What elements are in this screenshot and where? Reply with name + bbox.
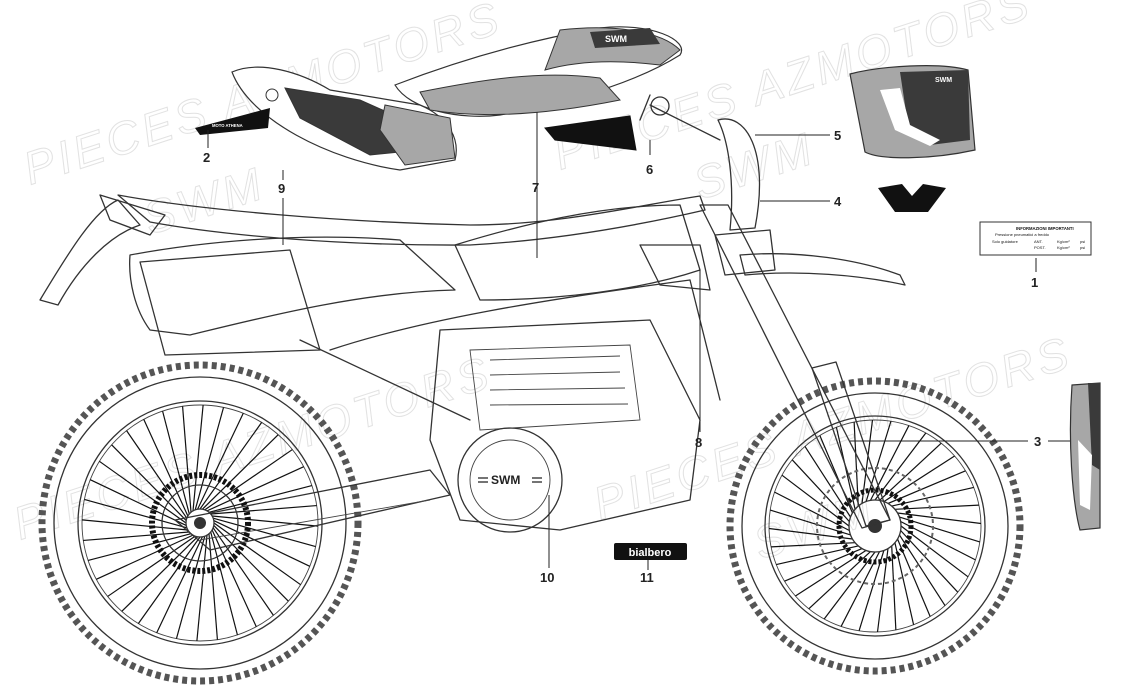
callout-4: 4: [834, 194, 842, 209]
callout-8: 8: [695, 435, 702, 450]
spoke: [175, 535, 206, 639]
pressure-label-unit-kg-2: Kg/cm²: [1057, 245, 1070, 250]
spoke: [111, 444, 187, 521]
decal-9-side-panel: [231, 66, 457, 171]
spoke: [891, 545, 897, 630]
pressure-label-unit-psi-1: psi: [1080, 239, 1085, 244]
spoke: [212, 517, 316, 548]
pressure-label-rear: POST.: [1034, 245, 1046, 250]
spoke: [208, 485, 313, 513]
decal-5-logo: SWM: [935, 77, 952, 84]
spoke: [819, 435, 854, 514]
spoke: [181, 406, 192, 513]
spoke: [213, 522, 301, 586]
spoke: [770, 509, 851, 536]
clutch-cover-logo: SWM: [491, 473, 520, 487]
sticker-2-text: MOTO ATHENA: [212, 123, 243, 128]
callout-2: 2: [203, 150, 210, 165]
spoke: [840, 551, 881, 627]
spoke: [861, 419, 874, 504]
spoke: [194, 407, 225, 511]
callout-5: 5: [834, 128, 841, 143]
spoke: [900, 530, 959, 593]
swm-logo-text: SWM: [605, 34, 627, 44]
spoke: [211, 529, 257, 627]
callout-9: 9: [278, 181, 285, 196]
callout-6: 6: [646, 162, 653, 177]
callout-3: 3: [1034, 434, 1041, 449]
spoke: [208, 533, 219, 640]
spoke: [894, 542, 915, 625]
leader-lines: [207, 112, 1070, 570]
callout-numbers: 1 2 3 4 5 6 7 8 9 10 11: [203, 128, 1041, 585]
callout-11: 11: [640, 570, 654, 585]
decal-5-number-plate: SWM: [849, 65, 976, 159]
decal-2-sticker: MOTO ATHENA: [195, 108, 270, 135]
spoke: [81, 519, 188, 531]
pressure-label-front: ANT.: [1034, 239, 1043, 244]
spoke: [879, 442, 942, 501]
spoke: [126, 430, 188, 519]
watermark-text-5: PIECES AZMOTORS: [7, 346, 498, 550]
spoke: [210, 504, 317, 515]
callout-1: 1: [1031, 275, 1038, 290]
decal-4-v-shape: [878, 184, 946, 212]
decal-1-pressure-label: INFORMAZIONI IMPORTANTI Pressione pneuma…: [979, 221, 1092, 256]
watermark-text-2: SWM: [137, 157, 271, 245]
spoke: [89, 479, 187, 526]
spoke: [776, 545, 859, 566]
pressure-label-unit-psi-2: psi: [1080, 245, 1085, 250]
spoke: [83, 531, 190, 542]
callout-10: 10: [540, 570, 554, 585]
spoke: [96, 534, 194, 580]
spoke: [107, 535, 196, 597]
spoke: [204, 449, 293, 511]
spoke: [137, 536, 201, 624]
spoke: [784, 547, 863, 582]
spoke: [121, 536, 198, 612]
pressure-label-rider: Solo guidatore: [992, 239, 1019, 244]
spoke: [213, 525, 289, 602]
spoke: [99, 460, 187, 524]
decal-10-clutch-cover: SWM: [478, 473, 542, 487]
pressure-label-unit-kg-1: Kg/cm²: [1057, 239, 1070, 244]
decal-11-bialbero: bialbero: [614, 543, 687, 560]
spoke: [804, 446, 852, 518]
decal-6-shroud: [544, 115, 637, 151]
spoke: [774, 491, 850, 532]
decal-7-seat: SWM: [394, 26, 683, 117]
decal-3-fork-guard: [1069, 382, 1101, 531]
spoke: [212, 527, 274, 616]
callout-7: 7: [532, 180, 539, 195]
spoke: [213, 520, 311, 567]
spoke: [197, 412, 244, 510]
pressure-label-subtitle: Pressione pneumatici a freddo: [995, 232, 1050, 237]
spoke: [162, 410, 190, 515]
spoke: [865, 421, 892, 502]
spoke: [212, 515, 319, 527]
spoke: [894, 504, 979, 510]
spoke: [192, 404, 204, 511]
spoke: [823, 551, 876, 620]
spoke: [206, 466, 304, 512]
rear-spokes: [81, 404, 319, 642]
spoke: [156, 536, 203, 634]
motorcycle-body: [39, 94, 906, 551]
spoke: [196, 535, 208, 642]
spoke: [202, 434, 279, 510]
spoke: [87, 533, 192, 561]
bialbero-text: bialbero: [629, 547, 672, 559]
rear-wheel: [38, 361, 362, 685]
spoke: [143, 419, 189, 517]
spoke: [900, 525, 969, 578]
spoke: [883, 455, 955, 503]
spoke: [199, 422, 263, 510]
front-wheel: [726, 377, 1024, 675]
pressure-label-title: INFORMAZIONI IMPORTANTI: [1016, 226, 1074, 231]
spoke: [84, 498, 188, 529]
